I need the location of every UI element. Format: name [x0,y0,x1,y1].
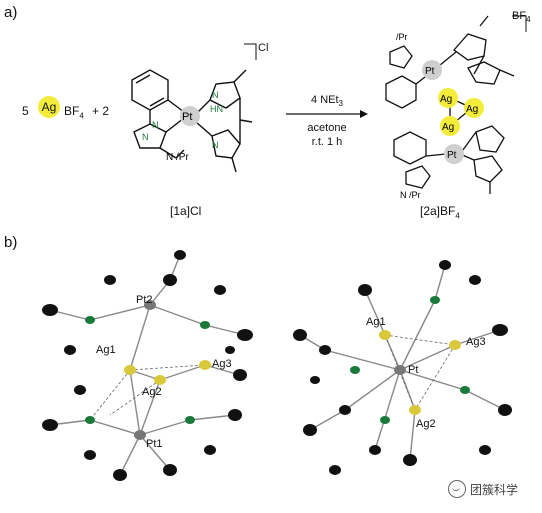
label-ag3-right: Ag3 [466,336,486,348]
complex-1a-label: [1a]Cl [170,204,202,218]
ag-highlight: Ag [38,96,60,118]
pt-label: Pt [182,111,192,123]
label-pt-right: Pt [408,364,419,376]
product-ag-2: Ag [466,104,478,115]
reactant-coefficient: 5 [22,104,29,118]
n-label-1: N [142,132,149,142]
n-label-2: N [152,120,159,130]
bf4-reagent: BF4 [64,104,84,121]
crystal-structure-right [293,260,512,475]
n-label-4: N [212,140,219,150]
ag-reagent: Ag [38,96,60,118]
crystal-structure-left [42,250,253,481]
watermark-text: 团簇科学 [470,482,519,497]
panel-b-label: b) [4,234,18,251]
watermark: 团簇科学 [448,480,518,498]
product-pt-top: Pt [425,66,435,77]
label-ag1-left: Ag1 [96,344,116,356]
reaction-arrow [286,110,368,118]
product-ipr-top: /Pr [396,32,408,42]
hn-label: HN [210,104,223,114]
label-pt2: Pt2 [136,294,153,306]
complex-1a-counterion: Cl [258,42,269,54]
label-ag3-left: Ag3 [212,358,232,370]
product-ag-1: Ag [440,94,452,105]
label-ag1-right: Ag1 [366,316,386,328]
complex-2a-label: [2a]BF4 [420,204,460,221]
conditions-base: 4 NEt3 [311,94,343,109]
wechat-icon [448,480,466,498]
label-pt1: Pt1 [146,438,163,450]
complex-2a-structure: Pt Pt Ag Ag Ag /Pr N /Pr [385,15,527,198]
conditions-time: r.t. 1 h [311,136,343,148]
product-counterion: BF4 [512,10,531,25]
product-ag-3: Ag [442,122,454,133]
product-pt-bottom: Pt [447,150,457,161]
label-ag2-left: Ag2 [142,386,162,398]
label-ag2-right: Ag2 [416,418,436,430]
panel-a-label: a) [4,4,18,21]
complex-1a-structure: Pt N N N /Pr N HN N [131,43,257,173]
ipr-label: N /Pr [166,152,189,163]
product-ipr-bottom: N /Pr [400,190,421,198]
conditions-solvent: acetone [307,122,347,134]
plus-coefficient: + 2 [92,104,110,118]
n-label-3: N [212,90,219,100]
